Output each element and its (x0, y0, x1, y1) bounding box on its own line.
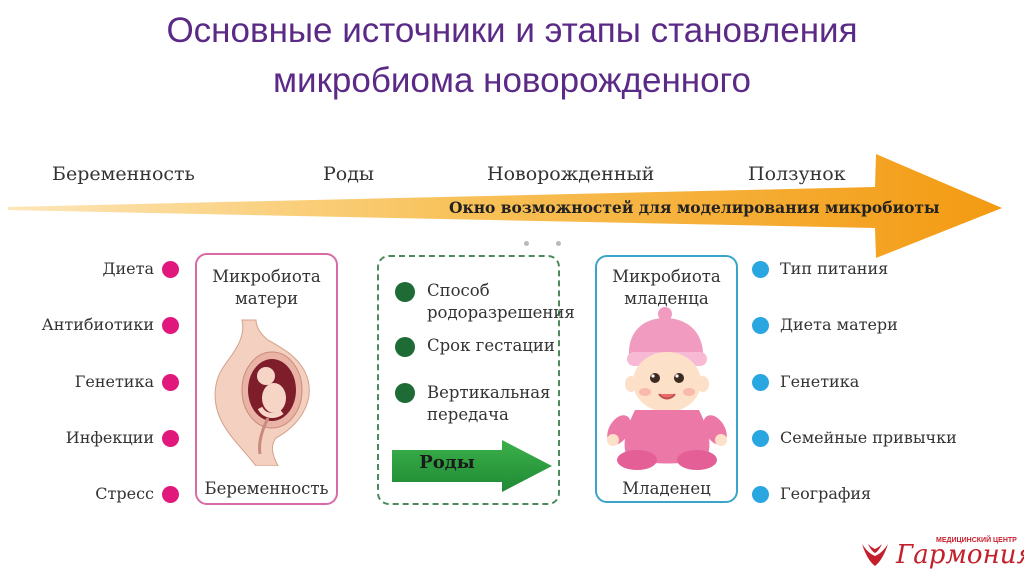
pink-bullet-icon (162, 430, 179, 447)
logo-brand-name: Гармония (896, 540, 1024, 570)
blue-bullet-icon (752, 374, 769, 391)
green-bullet-icon (395, 383, 415, 403)
infant-box-title-line-1: Микробиота (612, 267, 721, 286)
mother-box-title-line-2: матери (234, 289, 299, 308)
pink-bullet-icon (162, 317, 179, 334)
title-line-1: Основные источники и этапы становления (166, 11, 858, 50)
birth-factor-3-line-2: передача (427, 405, 509, 424)
green-bullet-icon (395, 337, 415, 357)
birth-arrow-shape (392, 440, 552, 492)
stage-birth: Роды (323, 163, 375, 185)
harmony-logo-icon (862, 544, 888, 566)
page-title: Основные источники и этапы становления м… (0, 6, 1024, 106)
baby-illustration (607, 307, 727, 470)
pink-bullet-icon (162, 486, 179, 503)
right-factor-feeding-type: Тип питания (780, 259, 889, 278)
green-bullet-icon (395, 282, 415, 302)
birth-factor-gestation: Срок гестации (427, 335, 555, 357)
birth-factors-box (377, 255, 560, 505)
mother-box-title-line-1: Микробиота (212, 267, 321, 286)
timeline-arrow (8, 154, 1002, 258)
birth-factor-vertical-transfer: Вертикальная передача (427, 382, 550, 426)
mother-box-title: Микробиота матери (195, 266, 338, 310)
stage-newborn: Новорожденный (487, 163, 655, 185)
pregnant-belly-illustration (214, 319, 310, 466)
logo-subtitle: МЕДИЦИНСКИЙ ЦЕНТР (936, 537, 1017, 544)
decorative-dot-icon (556, 241, 561, 246)
window-of-opportunity-label: Окно возможностей для моделирования микр… (449, 198, 940, 217)
infant-box-title: Микробиота младенца (595, 266, 738, 310)
birth-factor-delivery-mode: Способ родоразрешения (427, 280, 575, 324)
left-factor-genetics: Генетика (74, 372, 154, 391)
decorative-dot-icon (524, 241, 529, 246)
blue-bullet-icon (752, 430, 769, 447)
birth-arrow (392, 440, 552, 492)
right-factor-genetics: Генетика (780, 372, 860, 391)
birth-arrow-label: Роды (419, 452, 475, 473)
birth-factor-1-line-1: Способ (427, 281, 490, 300)
right-factor-geography: География (780, 484, 872, 503)
timeline-arrow-body (8, 154, 1002, 258)
infant-box-caption: Младенец (622, 479, 711, 498)
right-factor-family-habits: Семейные привычки (780, 428, 957, 447)
left-factor-diet: Диета (102, 259, 154, 278)
left-factor-infections: Инфекции (65, 428, 154, 447)
birth-factor-2-line-1: Срок гестации (427, 336, 555, 355)
stage-pregnancy: Беременность (52, 163, 195, 185)
birth-factor-1-line-2: родоразрешения (427, 303, 575, 322)
stage-crawler: Ползунок (748, 163, 846, 185)
blue-bullet-icon (752, 317, 769, 334)
blue-bullet-icon (752, 486, 769, 503)
birth-factor-3-line-1: Вертикальная (427, 383, 551, 402)
mother-microbiota-box (195, 253, 338, 505)
title-line-2: микробиома новорожденного (272, 61, 752, 100)
pink-bullet-icon (162, 374, 179, 391)
left-factor-stress: Стресс (95, 484, 154, 503)
blue-bullet-icon (752, 261, 769, 278)
right-factor-mother-diet: Диета матери (780, 315, 898, 334)
mother-box-caption: Беременность (204, 479, 329, 498)
pink-bullet-icon (162, 261, 179, 278)
infant-microbiota-box (595, 255, 738, 503)
left-factor-antibiotics: Антибиотики (41, 315, 154, 334)
infant-box-title-line-2: младенца (624, 289, 709, 308)
